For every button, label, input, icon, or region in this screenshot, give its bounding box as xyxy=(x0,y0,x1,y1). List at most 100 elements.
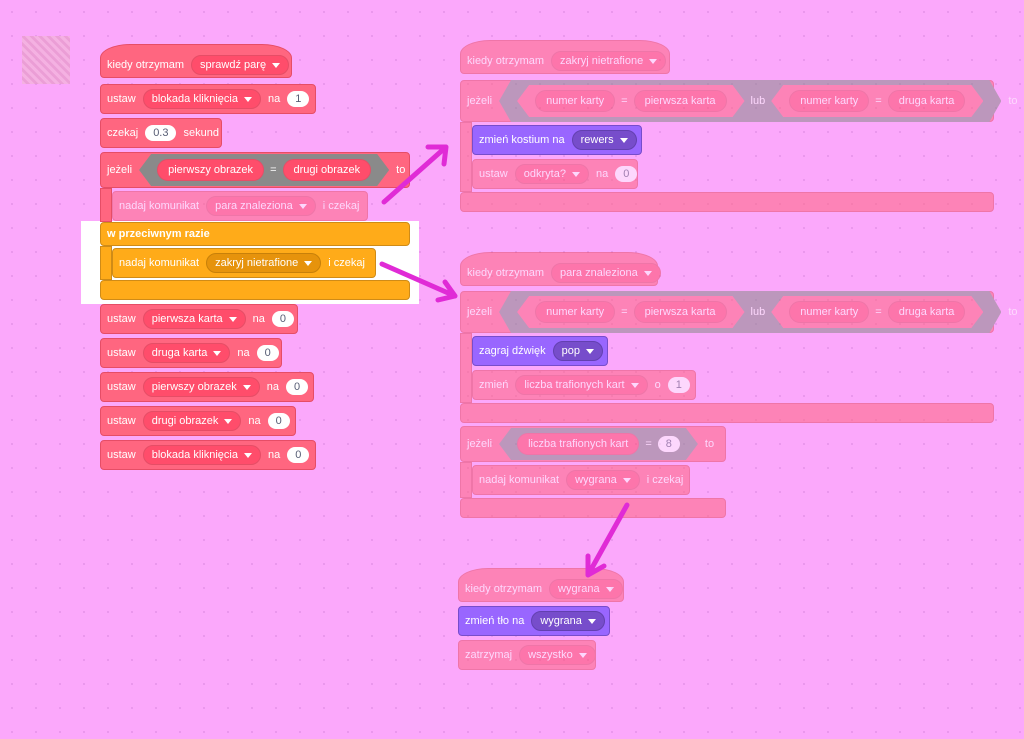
verb: ustaw xyxy=(107,449,136,461)
condition-equals[interactable]: numer karty = druga karta xyxy=(771,85,983,117)
message-dropdown[interactable]: para znaleziona xyxy=(551,263,661,283)
sprite-thumbnail[interactable] xyxy=(22,36,70,84)
condition-or[interactable]: numer karty = pierwsza karta lub numer k… xyxy=(499,80,1001,122)
set-variable-block[interactable]: ustaw drugi obrazek na 0 xyxy=(100,406,296,436)
reporter[interactable]: druga karta xyxy=(888,301,966,323)
set-variable-block[interactable]: ustaw pierwszy obrazek na 0 xyxy=(100,372,314,402)
if-block[interactable]: jeżeli numer karty = pierwsza karta lub … xyxy=(460,291,1018,333)
costume-label: zmień kostium na xyxy=(479,134,565,146)
value-input[interactable]: 8 xyxy=(658,436,680,452)
costume-dropdown[interactable]: rewers xyxy=(571,130,637,150)
reporter-left[interactable]: pierwszy obrazek xyxy=(157,159,264,181)
then-label: to xyxy=(1008,306,1018,318)
if-arm xyxy=(460,462,472,498)
variable-dropdown[interactable]: liczba trafionych kart xyxy=(515,375,648,395)
variable-dropdown[interactable]: druga karta xyxy=(142,343,231,363)
value-input[interactable]: 0 xyxy=(256,345,279,361)
chevron-down-icon xyxy=(213,350,222,356)
set-variable-block[interactable]: ustaw druga karta na 0 xyxy=(100,338,282,368)
sound-dropdown[interactable]: pop xyxy=(552,341,603,361)
then-label: to xyxy=(396,164,406,176)
hat-label: kiedy otrzymam xyxy=(467,267,545,279)
stop-label: zatrzymaj xyxy=(465,649,513,661)
wait-block[interactable]: czekaj 0.3 sekund xyxy=(100,118,222,148)
message-dropdown[interactable]: zakryj nietrafione xyxy=(206,253,322,273)
variable-dropdown[interactable]: drugi obrazek xyxy=(142,411,242,431)
value-input[interactable]: 1 xyxy=(287,91,310,107)
reporter[interactable]: pierwsza karta xyxy=(634,301,727,323)
message-dropdown[interactable]: wygrana xyxy=(549,579,623,599)
chevron-down-icon xyxy=(578,652,587,658)
stop-block[interactable]: zatrzymaj wszystko xyxy=(458,640,596,670)
condition-equals[interactable]: numer karty = pierwsza karta xyxy=(517,296,744,328)
message-dropdown[interactable]: para znaleziona xyxy=(206,196,316,216)
value-input[interactable]: 0 xyxy=(271,311,295,327)
when-receive-hat[interactable]: kiedy otrzymam wygrana xyxy=(458,568,624,602)
if-else-block[interactable]: jeżeli pierwszy obrazek = drugi obrazek … xyxy=(100,152,410,188)
variable-dropdown[interactable]: odkryta? xyxy=(514,164,589,184)
condition-or[interactable]: numer karty = pierwsza karta lub numer k… xyxy=(499,291,1001,333)
if-else-bottom xyxy=(100,280,410,300)
when-receive-hat[interactable]: kiedy otrzymam sprawdź parę xyxy=(100,44,292,78)
stop-dropdown[interactable]: wszystko xyxy=(519,645,596,665)
reporter[interactable]: liczba trafionych kart xyxy=(517,433,639,455)
broadcast-wait-block[interactable]: nadaj komunikat para znaleziona i czekaj xyxy=(112,191,368,221)
switch-costume-block[interactable]: zmień kostium na rewers xyxy=(472,125,642,155)
verb: ustaw xyxy=(107,347,136,359)
condition-equals[interactable]: liczba trafionych kart = 8 xyxy=(499,428,698,460)
set-variable-block[interactable]: ustaw odkryta? na 0 xyxy=(472,159,638,189)
message-dropdown[interactable]: zakryj nietrafione xyxy=(551,51,667,71)
to-label: na xyxy=(267,449,281,461)
reporter[interactable]: numer karty xyxy=(535,301,615,323)
reporter[interactable]: numer karty xyxy=(789,90,869,112)
reporter-right[interactable]: drugi obrazek xyxy=(283,159,372,181)
operator: = xyxy=(645,438,652,450)
reporter[interactable]: druga karta xyxy=(888,90,966,112)
if-label: jeżeli xyxy=(467,95,493,107)
hat-label: kiedy otrzymam xyxy=(465,583,543,595)
set-variable-block[interactable]: ustaw blokada kliknięcia na 0 xyxy=(100,440,316,470)
sound-label: zagraj dźwięk xyxy=(479,345,546,357)
if-block[interactable]: jeżeli liczba trafionych kart = 8 to xyxy=(460,426,726,462)
if-bottom xyxy=(460,192,994,212)
reporter[interactable]: numer karty xyxy=(535,90,615,112)
variable-dropdown[interactable]: blokada kliknięcia xyxy=(142,445,261,465)
reporter[interactable]: pierwsza karta xyxy=(634,90,727,112)
verb: ustaw xyxy=(107,93,136,105)
condition-equals[interactable]: pierwszy obrazek = drugi obrazek xyxy=(139,154,389,186)
backdrop-label: zmień tło na xyxy=(465,615,525,627)
hat-label: kiedy otrzymam xyxy=(467,55,545,67)
value-input[interactable]: 0 xyxy=(285,379,309,395)
chevron-down-icon xyxy=(622,477,631,483)
seconds-input[interactable]: 0.3 xyxy=(145,125,177,141)
message-dropdown[interactable]: sprawdź parę xyxy=(191,55,290,75)
if-arm xyxy=(100,188,112,222)
condition-equals[interactable]: numer karty = druga karta xyxy=(771,296,983,328)
wait-label: i czekaj xyxy=(322,200,360,212)
switch-backdrop-block[interactable]: zmień tło na wygrana xyxy=(458,606,610,636)
condition-equals[interactable]: numer karty = pierwsza karta xyxy=(517,85,744,117)
chevron-down-icon xyxy=(630,382,639,388)
value-input[interactable]: 0 xyxy=(267,413,290,429)
to-label: na xyxy=(266,381,279,393)
set-variable-block[interactable]: ustaw blokada kliknięcia na 1 xyxy=(100,84,316,114)
play-sound-block[interactable]: zagraj dźwięk pop xyxy=(472,336,608,366)
when-receive-hat[interactable]: kiedy otrzymam zakryj nietrafione xyxy=(460,40,670,74)
hat-label: kiedy otrzymam xyxy=(107,59,185,71)
value-input[interactable]: 0 xyxy=(287,447,310,463)
if-block[interactable]: jeżeli numer karty = pierwsza karta lub … xyxy=(460,80,1018,122)
change-variable-block[interactable]: zmień liczba trafionych kart o 1 xyxy=(472,370,696,400)
when-receive-hat[interactable]: kiedy otrzymam para znaleziona xyxy=(460,252,661,286)
reporter[interactable]: numer karty xyxy=(789,301,869,323)
set-variable-block[interactable]: ustaw pierwsza karta na 0 xyxy=(100,304,298,334)
broadcast-wait-block-else[interactable]: nadaj komunikat zakryj nietrafione i cze… xyxy=(112,248,376,278)
broadcast-wait-block[interactable]: nadaj komunikat wygrana i czekaj xyxy=(472,465,690,495)
value-input[interactable]: 1 xyxy=(667,377,690,393)
variable-dropdown[interactable]: pierwszy obrazek xyxy=(142,377,260,397)
variable-dropdown[interactable]: blokada kliknięcia xyxy=(142,89,261,109)
backdrop-dropdown[interactable]: wygrana xyxy=(531,611,605,631)
to-label: na xyxy=(267,93,281,105)
message-dropdown[interactable]: wygrana xyxy=(566,470,640,490)
value-input[interactable]: 0 xyxy=(615,166,638,182)
variable-dropdown[interactable]: pierwsza karta xyxy=(142,309,246,329)
